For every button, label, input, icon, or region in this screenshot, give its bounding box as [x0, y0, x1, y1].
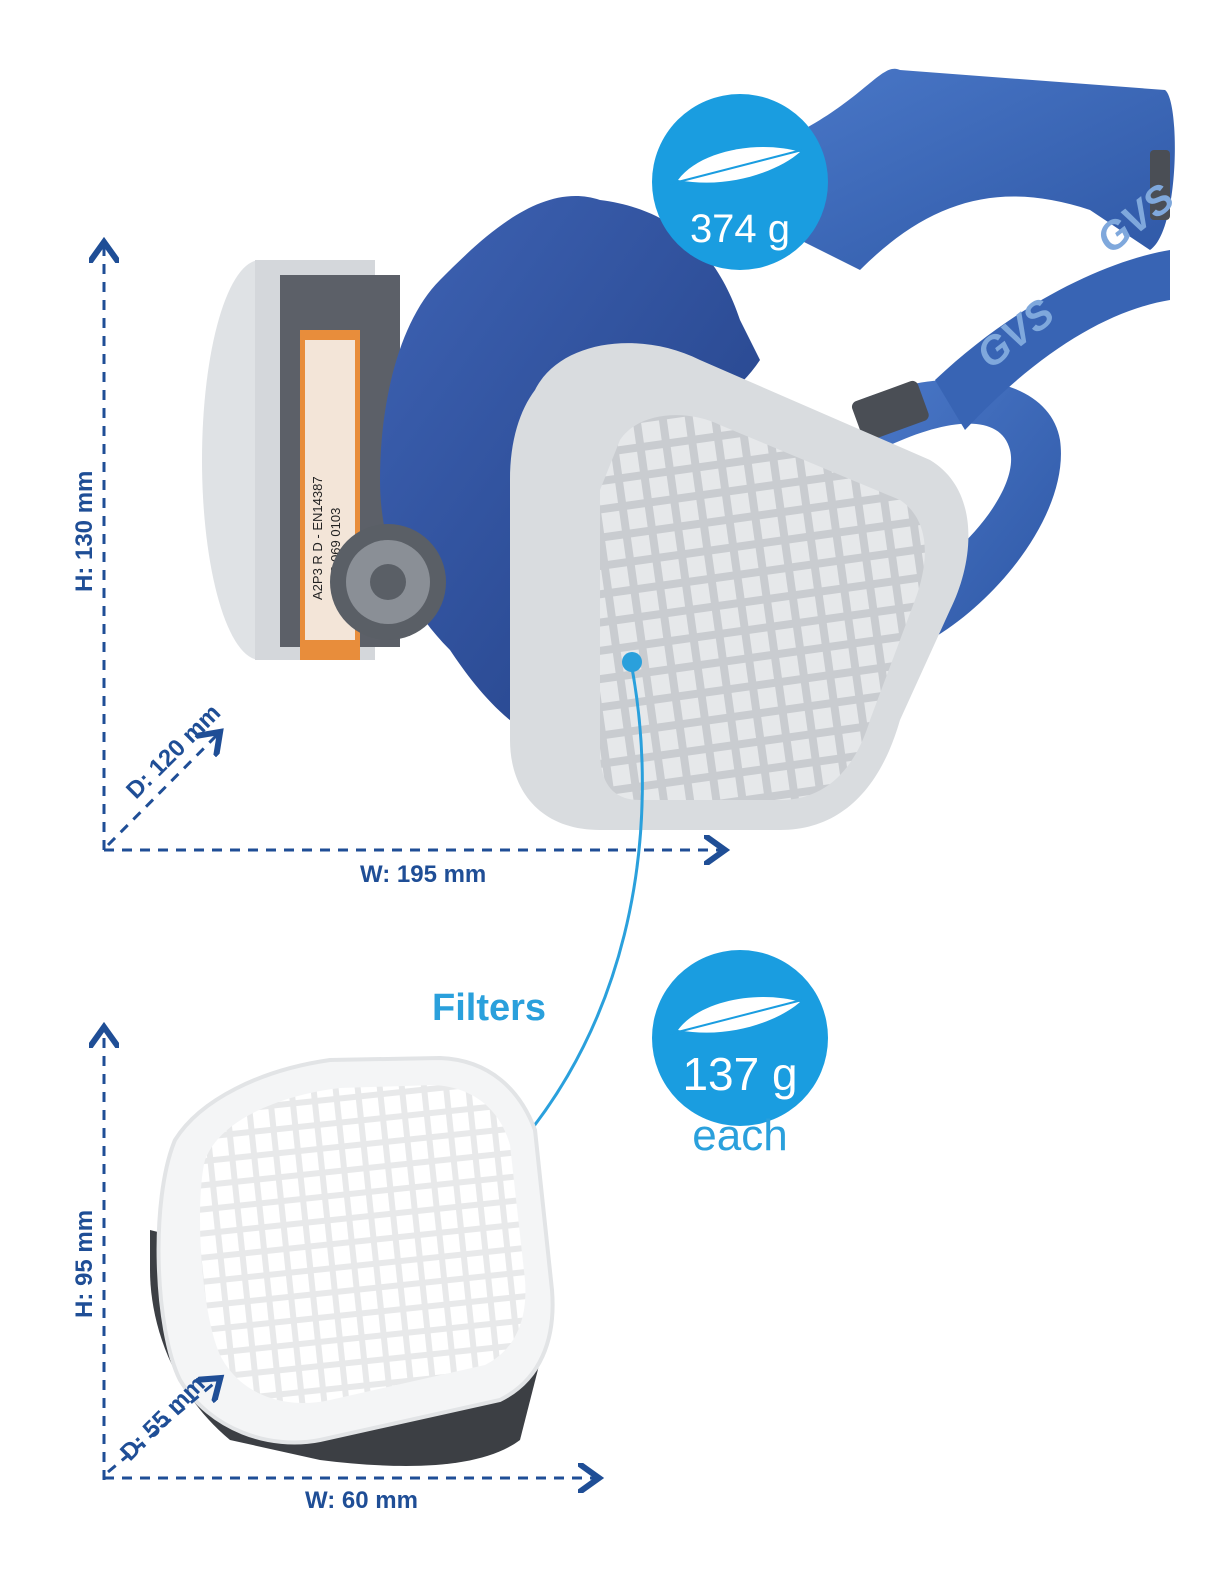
neck-strap [935, 250, 1170, 430]
feather-icon [669, 147, 803, 185]
filter-width-label: W: 60 mm [305, 1487, 418, 1514]
filter-indicator-dot [622, 652, 642, 672]
mask-weight-badge: 374 g [652, 94, 828, 270]
mask-weight-value: 374 g [690, 207, 790, 251]
filter-depth-label: D: 55 mm [115, 1371, 210, 1466]
cartridge-code: A2P3 R D - EN14387 [310, 476, 325, 600]
head-strap-upper [760, 68, 1175, 271]
mask-depth-label: D: 120 mm [121, 699, 226, 804]
strap-buckle-upper [1150, 150, 1170, 220]
filter-weight-badge: 137 g each [652, 950, 828, 1160]
strap-buckle-lower [851, 380, 929, 441]
right-filter-cover [510, 343, 969, 830]
exhalation-valve [330, 524, 446, 640]
replacement-filter [150, 1055, 555, 1466]
filter-height-label: H: 95 mm [71, 1210, 98, 1318]
head-strap-lower [860, 379, 1061, 640]
mask-height-label: H: 130 mm [71, 471, 98, 592]
filter-weight-note: each [692, 1111, 787, 1160]
filter-weight-value: 137 g [682, 1048, 797, 1100]
filters-title: Filters [432, 987, 546, 1029]
half-mask-respirator: GVS GVS A2P3 R D - EN14387 40 069 0103 [202, 68, 1183, 830]
mask-width-label: W: 195 mm [360, 861, 486, 888]
feather-icon-2 [669, 997, 803, 1035]
